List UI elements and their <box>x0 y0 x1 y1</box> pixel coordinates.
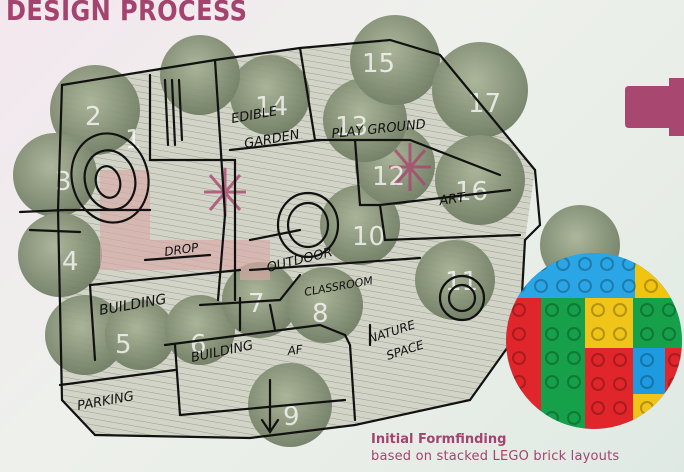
tree-number-labels: 1 2 3 4 5 6 7 8 9 10 11 12 13 14 15 16 1… <box>55 49 501 432</box>
svg-text:6: 6 <box>190 330 207 360</box>
svg-text:4: 4 <box>62 247 79 277</box>
svg-text:10: 10 <box>352 222 385 252</box>
svg-text:1: 1 <box>125 125 142 155</box>
sketch-lines <box>18 38 542 440</box>
svg-text:14: 14 <box>255 92 288 122</box>
svg-text:5: 5 <box>115 330 132 360</box>
caption-title: Initial Formfinding <box>371 432 507 447</box>
svg-text:12: 12 <box>372 162 405 192</box>
svg-text:13: 13 <box>335 112 368 142</box>
caption: Initial Formfinding based on stacked LEG… <box>371 432 619 466</box>
svg-text:AF: AF <box>286 342 305 358</box>
svg-text:16: 16 <box>455 177 488 207</box>
lego-bricks-photo <box>506 253 682 429</box>
right-arrow-icon <box>625 78 684 136</box>
svg-text:8: 8 <box>312 299 329 329</box>
svg-text:ART: ART <box>437 190 467 209</box>
svg-text:2: 2 <box>85 102 102 132</box>
svg-text:15: 15 <box>362 49 395 79</box>
caption-subtitle: based on stacked LEGO brick layouts <box>371 449 620 464</box>
svg-text:DROP: DROP <box>163 240 200 259</box>
svg-text:7: 7 <box>248 289 265 319</box>
svg-text:9: 9 <box>283 402 300 432</box>
page-title: DESIGN PROCESS <box>6 0 248 27</box>
